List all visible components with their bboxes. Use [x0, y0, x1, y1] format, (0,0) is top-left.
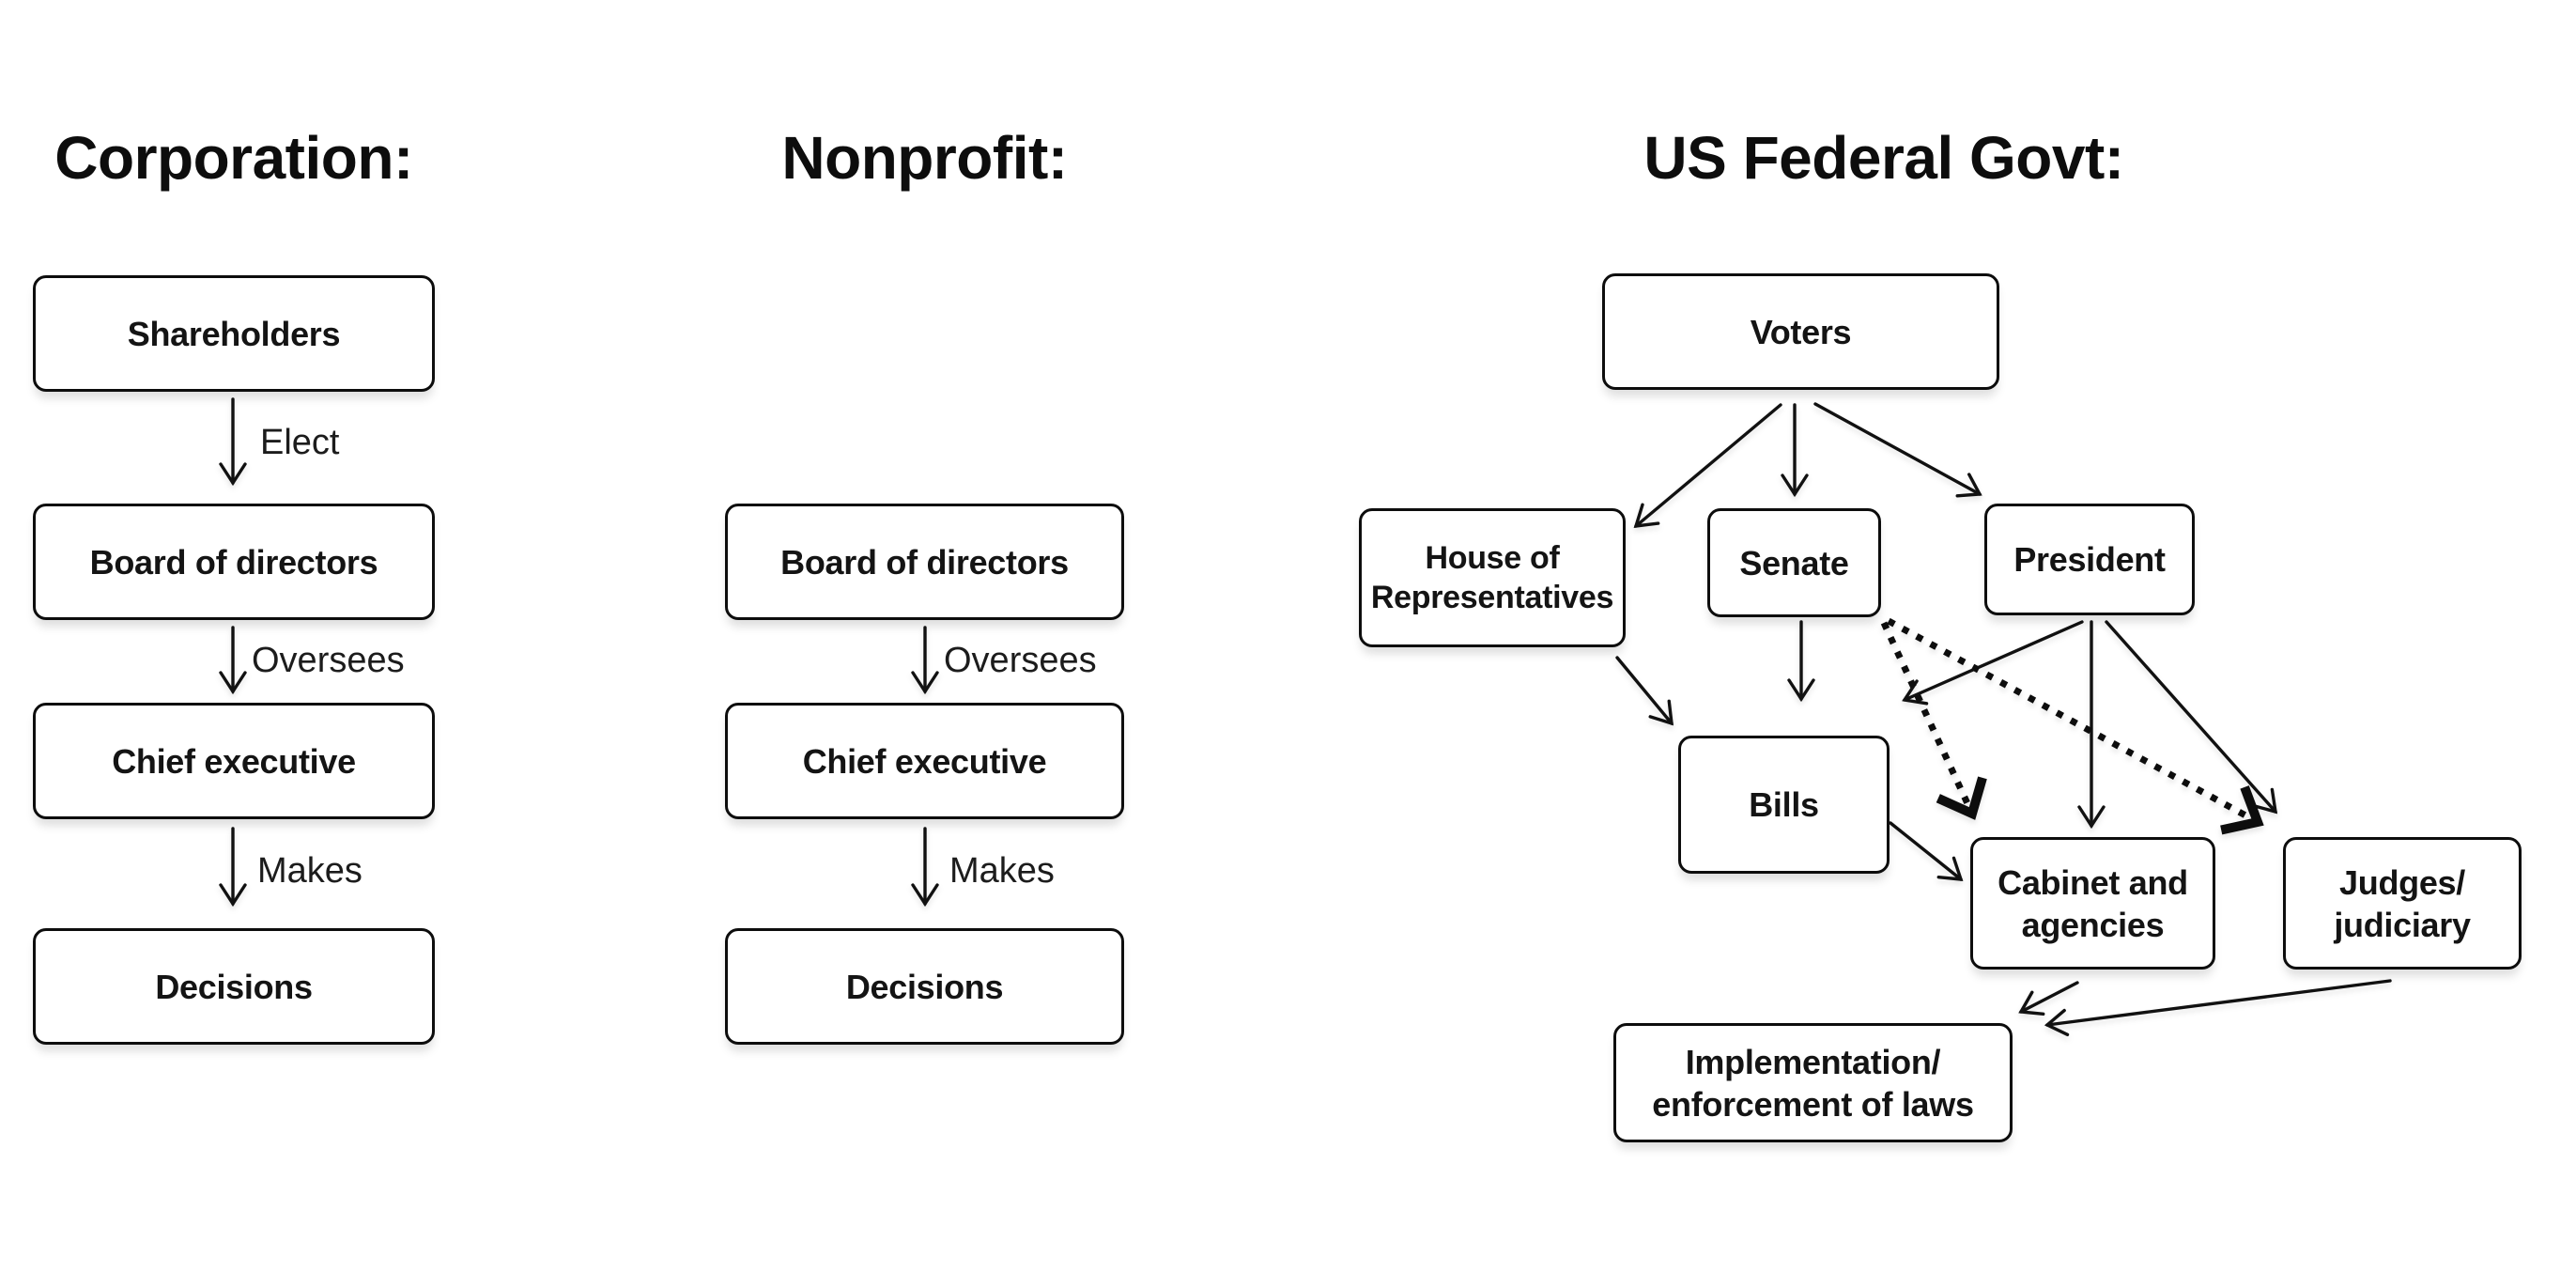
node-judges: Judges/ judiciary	[2283, 837, 2522, 970]
edge-label-corp-makes: Makes	[257, 851, 362, 891]
node-voters-label: Voters	[1750, 312, 1852, 351]
node-cabinet: Cabinet and agencies	[1970, 837, 2215, 970]
node-np-chief: Chief executive	[725, 703, 1124, 819]
node-np-board: Board of directors	[725, 504, 1124, 620]
corporation-title: Corporation:	[54, 124, 413, 192]
node-president-label: President	[2013, 540, 2166, 579]
node-corp-decisions: Decisions	[33, 928, 435, 1045]
node-bills: Bills	[1678, 736, 1890, 874]
node-judges-label: Judges/ judiciary	[2334, 862, 2471, 944]
node-voters: Voters	[1602, 273, 1999, 390]
edge-bills-cabinet	[1889, 821, 1964, 881]
node-house: House of Representatives	[1359, 508, 1626, 647]
node-senate-label: Senate	[1739, 543, 1849, 582]
node-corp-board: Board of directors	[33, 504, 435, 620]
edge-label-np-makes: Makes	[949, 851, 1055, 891]
edge-label-elect: Elect	[260, 423, 340, 462]
federal-title: US Federal Govt:	[1643, 124, 2124, 192]
edge-label-np-oversees: Oversees	[944, 641, 1097, 680]
node-implementation-label: Implementation/ enforcement of laws	[1652, 1042, 1974, 1124]
node-corp-chief-label: Chief executive	[112, 741, 356, 781]
node-bills-label: Bills	[1749, 785, 1819, 824]
node-senate: Senate	[1707, 508, 1881, 617]
node-corp-chief: Chief executive	[33, 703, 435, 819]
node-house-label: House of Representatives	[1370, 539, 1614, 616]
edge-house-bills	[1615, 656, 1674, 726]
edge-voters-house	[1633, 403, 1782, 529]
node-cabinet-label: Cabinet and agencies	[1998, 862, 2188, 944]
node-corp-decisions-label: Decisions	[155, 967, 313, 1006]
node-np-decisions-label: Decisions	[845, 967, 1004, 1006]
nonprofit-title: Nonprofit:	[781, 124, 1068, 192]
edge-senate-judges-dotted	[1887, 617, 2264, 835]
edge-cabinet-implementation	[2018, 981, 2079, 1016]
node-np-chief-label: Chief executive	[802, 741, 1047, 781]
edge-president-judges	[2105, 620, 2278, 815]
node-implementation: Implementation/ enforcement of laws	[1613, 1023, 2013, 1142]
node-shareholders-label: Shareholders	[127, 314, 341, 353]
edge-judges-implementation	[2044, 979, 2392, 1037]
node-shareholders: Shareholders	[33, 275, 435, 392]
edge-label-corp-oversees: Oversees	[252, 641, 405, 680]
node-np-board-label: Board of directors	[780, 542, 1069, 582]
node-corp-board-label: Board of directors	[89, 542, 378, 582]
edge-senate-cabinet-dotted	[1880, 621, 1987, 820]
edge-voters-president	[1813, 402, 1982, 498]
node-president: President	[1984, 504, 2195, 615]
edge-president-bills	[1902, 620, 2084, 706]
node-np-decisions: Decisions	[725, 928, 1124, 1045]
